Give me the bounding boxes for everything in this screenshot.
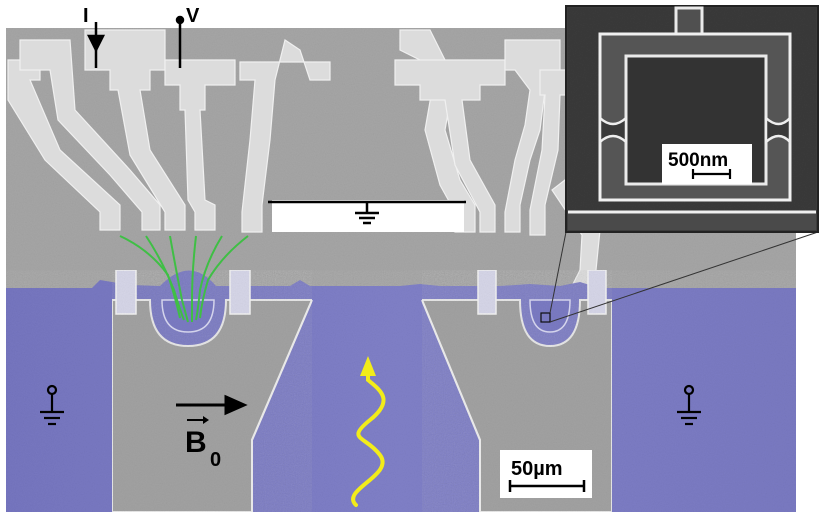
current-label: I xyxy=(83,5,89,27)
ground-icon-right xyxy=(677,384,701,426)
pad-right-b xyxy=(587,269,607,315)
arrow-right-icon xyxy=(176,394,248,416)
inset-panel: 500nm xyxy=(565,5,819,233)
probe-wires xyxy=(119,235,249,323)
main-scale-bar: 50µm xyxy=(500,450,592,498)
pad-left-a xyxy=(115,269,137,315)
zoom-lines xyxy=(549,231,819,323)
center-line xyxy=(251,299,481,512)
lead-left-2 xyxy=(19,39,161,231)
inset-bottom-band xyxy=(568,212,816,230)
voltage-probe xyxy=(175,15,185,68)
current-probe xyxy=(86,22,106,68)
lead-traces xyxy=(7,29,601,291)
field-subscript: 0 xyxy=(210,449,221,471)
main-scale-label: 50µm xyxy=(511,458,563,480)
lead-right-pad xyxy=(394,59,506,233)
wavy-arrow-icon xyxy=(351,356,386,507)
field-label: B 0 xyxy=(185,416,221,471)
squid-marker xyxy=(540,312,551,323)
arrow-down-icon xyxy=(86,34,106,53)
ground-icon-left xyxy=(40,384,64,426)
voltage-label: V xyxy=(186,5,200,27)
field-symbol: B xyxy=(185,426,207,459)
inset-stem xyxy=(674,6,704,38)
lead-voltage-pad xyxy=(164,59,236,231)
inset-scale-label: 500nm xyxy=(668,150,728,171)
lead-current-pad xyxy=(84,29,186,231)
inset-junctions xyxy=(598,114,792,146)
lead-left-1 xyxy=(7,59,121,231)
pad-left-b xyxy=(229,269,251,315)
inset-scale-box xyxy=(662,144,752,184)
lead-center-left xyxy=(239,39,331,233)
ground-icon-top xyxy=(268,200,466,225)
pad-right-a xyxy=(477,269,497,315)
